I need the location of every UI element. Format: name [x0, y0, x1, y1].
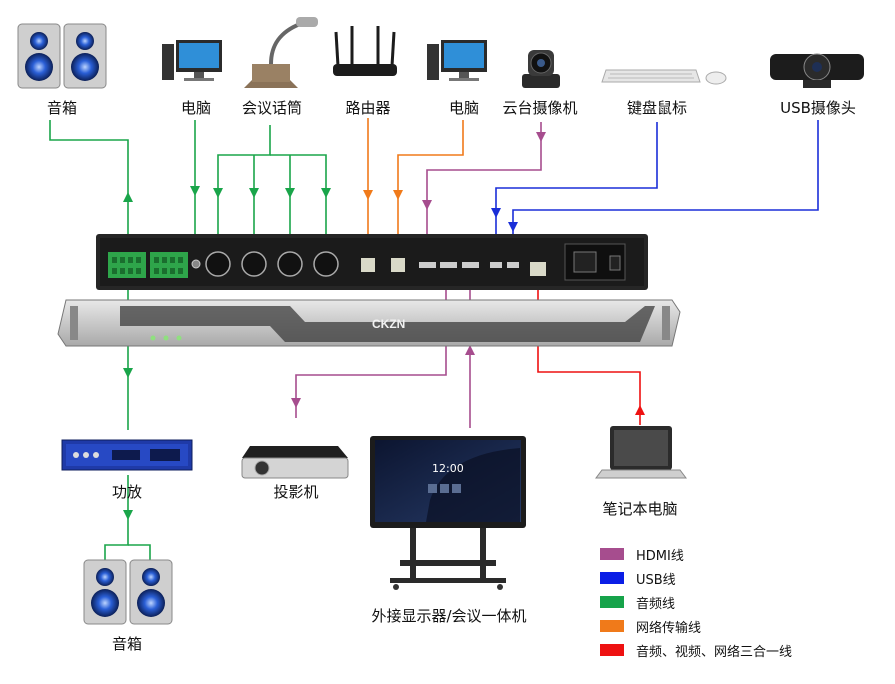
router-icon — [333, 26, 397, 76]
label-projector: 投影机 — [273, 483, 318, 501]
label-router: 路由器 — [345, 99, 390, 117]
front-panel: CKZN — [57, 299, 681, 347]
label-pc-left: 电脑 — [181, 99, 211, 117]
legend-label: 音频、视频、网络三合一线 — [636, 644, 793, 660]
label-display: 外接显示器/会议一体机 — [371, 607, 526, 625]
label-pc-right: 电脑 — [449, 99, 479, 117]
legend-item-network: 网络传输线 — [600, 614, 792, 638]
legend-swatch — [600, 620, 624, 632]
pc-left-icon — [162, 40, 222, 81]
legend-item-hdmi: HDMI线 — [600, 542, 792, 566]
ptz-camera-icon — [522, 50, 560, 88]
legend-label: HDMI线 — [636, 548, 684, 564]
label-speaker-top: 音箱 — [47, 99, 77, 117]
amplifier-icon — [61, 439, 193, 471]
label-speaker-bottom: 音箱 — [112, 635, 142, 653]
label-keyboard-mouse: 键盘鼠标 — [627, 99, 687, 117]
rear-panel — [96, 234, 648, 290]
device-labels: 音箱 电脑 会议话筒 路由器 电脑 云台摄像机 键盘鼠标 USB摄像头 功放 音… — [47, 99, 856, 653]
legend: HDMI线 USB线 音频线 网络传输线 音频、视频、网络三合一线 — [600, 542, 792, 662]
legend-label: USB线 — [636, 572, 676, 588]
projector-icon — [241, 446, 349, 479]
legend-swatch — [600, 644, 624, 656]
pc-right-icon — [427, 40, 487, 81]
legend-item-combo: 音频、视频、网络三合一线 — [600, 638, 792, 662]
speaker-pair-top-icon — [17, 23, 107, 89]
microphone-icon — [244, 17, 318, 88]
label-amplifier: 功放 — [112, 483, 142, 501]
legend-swatch — [600, 596, 624, 608]
arrowheads — [123, 132, 645, 520]
label-laptop: 笔记本电脑 — [602, 500, 677, 518]
legend-swatch — [600, 548, 624, 560]
laptop-icon — [595, 426, 687, 479]
usb-camera-icon — [770, 53, 864, 88]
legend-label: 音频线 — [636, 596, 676, 612]
network-lines — [367, 118, 464, 255]
legend-item-usb: USB线 — [600, 566, 792, 590]
screen-clock: 12:00 — [432, 462, 464, 475]
keyboard-mouse-icon — [601, 69, 727, 85]
legend-label: 网络传输线 — [636, 620, 702, 636]
speaker-pair-bottom-icon — [83, 559, 173, 625]
label-microphone: 会议话筒 — [242, 99, 302, 117]
brand-logo: CKZN — [372, 317, 405, 331]
legend-item-audio: 音频线 — [600, 590, 792, 614]
label-ptz-camera: 云台摄像机 — [502, 99, 577, 117]
label-usb-camera: USB摄像头 — [780, 99, 856, 117]
legend-swatch — [600, 572, 624, 584]
display-stand-icon: 12:00 — [370, 436, 526, 590]
